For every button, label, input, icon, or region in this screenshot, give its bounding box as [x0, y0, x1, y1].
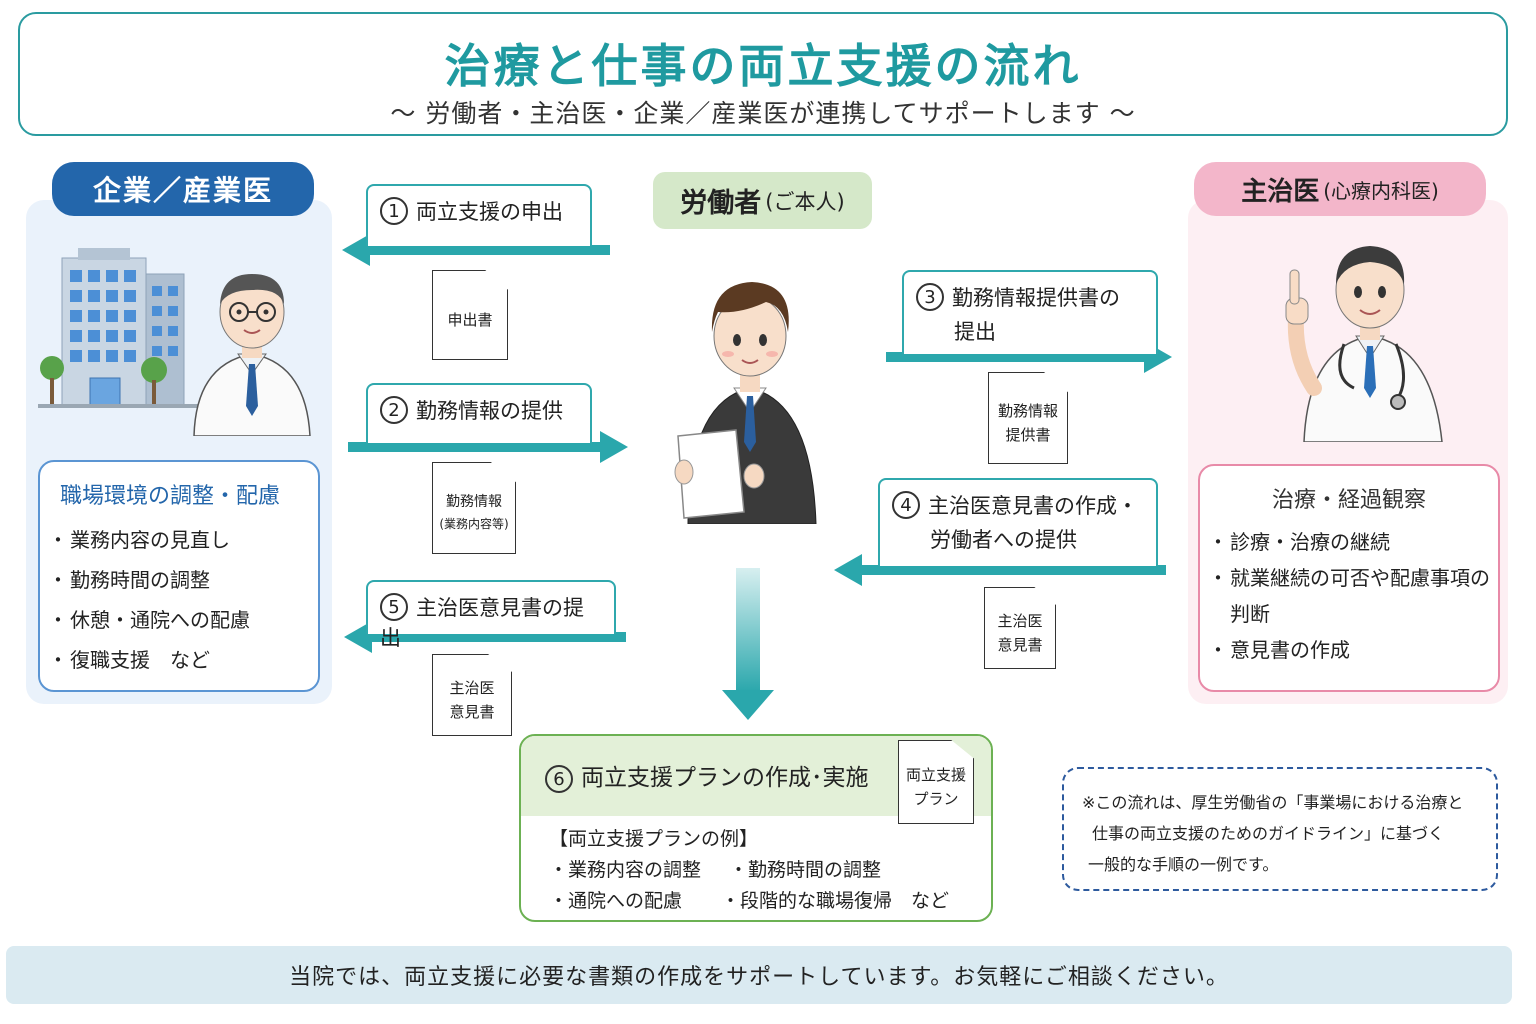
- company-box-title: 職場環境の調整・配慮: [60, 484, 281, 509]
- document-icon: 両立支援プラン: [898, 740, 974, 824]
- doctor-item-list: 診療・治療の継続 就業継続の可否や配慮事項の判断 意見書の作成: [1200, 524, 1498, 668]
- doctor-label-sub: (心療内科医): [1323, 178, 1439, 203]
- doctor-info-box: 治療・経過観察 診療・治療の継続 就業継続の可否や配慮事項の判断 意見書の作成: [1198, 464, 1500, 692]
- list-item: ・勤務時間の調整: [729, 859, 882, 881]
- doctor-label: 主治医(心療内科医): [1194, 162, 1486, 216]
- document-icon: 勤務情報提供書: [988, 372, 1068, 464]
- step-number: 3: [916, 283, 944, 311]
- arrow-icon: [600, 431, 628, 463]
- arrow-icon: [722, 690, 774, 720]
- list-item: 業務内容の見直し: [48, 520, 318, 560]
- arrow-icon: [736, 568, 760, 692]
- company-doctor-icon: [193, 274, 311, 436]
- page-subtitle: ～ 労働者・主治医・企業／産業医が連携してサポートします ～: [390, 99, 1136, 128]
- document-icon: 申出書: [432, 270, 508, 360]
- plan-examples: 【両立支援プランの例】 ・業務内容の調整 ・勤務時間の調整 ・通院への配慮 ・段階的…: [549, 824, 949, 917]
- footer-banner: 当院では、両立支援に必要な書類の作成をサポートしています。お気軽にご相談ください…: [6, 946, 1512, 1004]
- doctor-label-main: 主治医: [1241, 176, 1320, 207]
- worker-label: 労働者(ご本人): [653, 172, 872, 229]
- list-item: ・段階的な職場復帰 など: [721, 890, 950, 912]
- step-number: 2: [380, 396, 408, 424]
- step-number: 6: [545, 764, 573, 793]
- company-label: 企業／産業医: [52, 162, 314, 216]
- list-item: 復職支援 など: [48, 640, 318, 680]
- worker-person-icon: [674, 282, 817, 524]
- list-item: ・通院への配慮: [549, 890, 683, 912]
- step-number: 5: [380, 593, 408, 621]
- doctor-pointing-icon: [1285, 246, 1443, 442]
- list-item: ・業務内容の調整: [549, 859, 702, 881]
- document-icon: 主治医意見書: [984, 587, 1056, 669]
- header-box: 治療と仕事の両立支援の流れ ～ 労働者・主治医・企業／産業医が連携してサポートし…: [18, 12, 1508, 136]
- document-icon: 主治医意見書: [432, 654, 512, 736]
- list-item: 勤務時間の調整: [48, 560, 318, 600]
- arrow-icon: [834, 554, 862, 586]
- guideline-note: ※この流れは、厚生労働省の「事業場における治療と 仕事の両立支援のためのガイドラ…: [1062, 767, 1498, 891]
- company-info-box: 職場環境の調整・配慮 業務内容の見直し 勤務時間の調整 休憩・通院への配慮 復職…: [38, 460, 320, 692]
- list-item: 休憩・通院への配慮: [48, 600, 318, 640]
- step-number: 1: [380, 197, 408, 225]
- arrow-icon: [858, 565, 1166, 575]
- company-item-list: 業務内容の見直し 勤務時間の調整 休憩・通院への配慮 復職支援 など: [40, 520, 318, 680]
- page-title: 治療と仕事の両立支援の流れ: [444, 39, 1082, 93]
- plan-example-title: 【両立支援プランの例】: [549, 828, 759, 850]
- worker-label-main: 労働者: [680, 188, 762, 219]
- arrow-icon: [348, 442, 604, 452]
- office-building-icon: [38, 248, 198, 408]
- list-item: 意見書の作成: [1208, 632, 1498, 668]
- doctor-box-title: 治療・経過観察: [1271, 488, 1426, 513]
- arrow-icon: [364, 245, 610, 255]
- list-item: 診療・治療の継続: [1208, 524, 1498, 560]
- worker-label-sub: (ご本人): [765, 189, 845, 214]
- list-item: 就業継続の可否や配慮事項の判断: [1208, 560, 1498, 632]
- document-icon: 勤務情報(業務内容等): [432, 462, 516, 554]
- step-number: 4: [892, 491, 920, 519]
